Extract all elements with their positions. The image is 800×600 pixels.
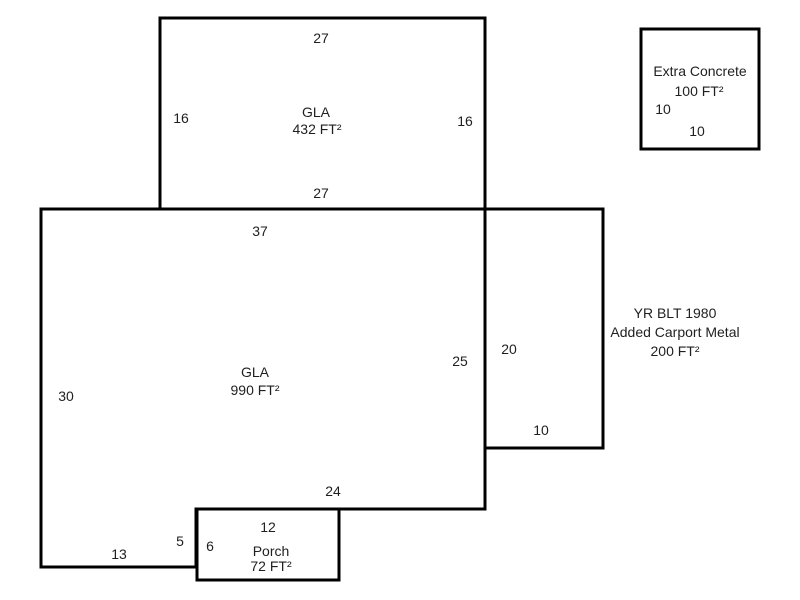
porch-dim-top: 12 <box>260 519 276 535</box>
carport-note-line1: YR BLT 1980 <box>633 305 717 321</box>
carport-dim-bottom: 10 <box>533 422 549 438</box>
upper-gla-label: GLA <box>301 104 331 120</box>
carport-outline <box>483 207 605 450</box>
upper-gla-dim-left: 16 <box>173 110 189 126</box>
main-gla-label: GLA <box>240 364 270 380</box>
main-gla-dim-step-bottom: 13 <box>111 546 127 562</box>
main-gla-area: 990 FT² <box>230 382 280 398</box>
porch-label: Porch <box>252 543 290 559</box>
carport-note-line2: Added Carport Metal <box>610 324 740 340</box>
main-gla-dim-top: 37 <box>252 223 268 239</box>
carport-dim-side: 20 <box>501 341 517 357</box>
upper-gla-outline <box>158 16 487 211</box>
extra-concrete-outline <box>639 27 761 151</box>
main-gla-dim-right: 25 <box>452 353 468 369</box>
porch-area: 72 FT² <box>250 558 292 574</box>
carport-note-line3: 200 FT² <box>650 343 700 359</box>
porch-dim-side: 6 <box>206 538 214 554</box>
extra-concrete-area: 100 FT² <box>674 83 724 99</box>
upper-gla-dim-top: 27 <box>313 30 329 46</box>
upper-gla-dim-bottom: 27 <box>313 185 329 201</box>
extra-concrete-dim-side: 10 <box>655 101 671 117</box>
main-gla-dim-left: 30 <box>58 388 74 404</box>
main-gla-dim-step-side: 5 <box>176 533 184 549</box>
extra-concrete-dim-bottom: 10 <box>689 123 705 139</box>
porch-outline <box>195 507 341 582</box>
upper-gla-area: 432 FT² <box>292 121 342 137</box>
upper-gla-dim-right: 16 <box>457 113 473 129</box>
main-gla-dim-bottom: 24 <box>325 483 341 499</box>
extra-concrete-label: Extra Concrete <box>653 63 747 79</box>
